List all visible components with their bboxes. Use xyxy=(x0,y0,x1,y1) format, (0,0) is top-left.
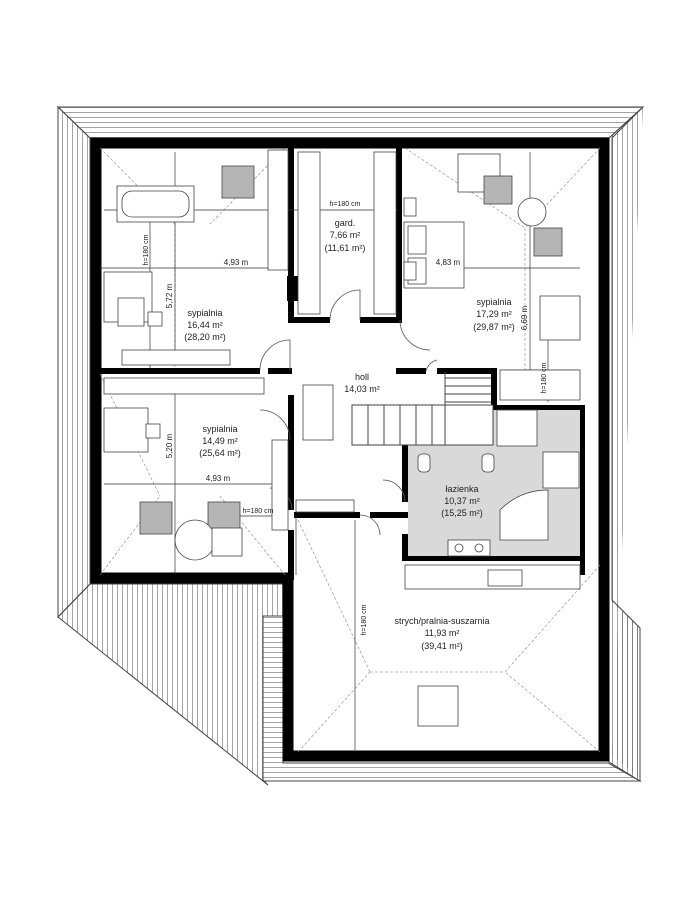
bedroom-1-width: 4,93 m xyxy=(224,258,249,267)
roof-right xyxy=(609,107,643,780)
bedroom-2-area2: (29,87 m²) xyxy=(473,322,515,332)
outer-walls xyxy=(90,137,610,762)
roof-left xyxy=(57,105,91,619)
bidet-icon xyxy=(481,453,495,473)
attic-area: 11,93 m² xyxy=(425,628,460,638)
bedroom-1-name: sypialnia xyxy=(187,308,222,318)
hall-name: holl xyxy=(355,372,369,382)
bedroom-3-name: sypialnia xyxy=(202,424,237,434)
bedroom-3-depth: 5,20 m xyxy=(165,433,174,458)
toilet-icon xyxy=(417,453,431,473)
height-line-labels: h=180 cm h=180 cm h=180 cm h=180 cm h=18… xyxy=(143,201,548,635)
round-table-icon xyxy=(174,519,216,561)
corner-bathtub-icon xyxy=(499,489,549,541)
attic-area2: (39,41 m²) xyxy=(421,641,463,651)
furniture xyxy=(103,149,581,727)
bedroom-1-depth: 5,72 m xyxy=(165,283,174,308)
armchair-icon xyxy=(533,227,563,257)
armchair-icon xyxy=(139,501,173,535)
doors xyxy=(259,289,438,536)
wardrobe-height-line: h=180 cm xyxy=(330,201,361,208)
attic-height-line: h=180 cm xyxy=(361,604,368,635)
bathroom-name: łazienka xyxy=(445,484,478,494)
roof xyxy=(56,105,645,786)
hall-area: 14,03 m² xyxy=(344,384,380,394)
bedroom-1-height-line: h=180 cm xyxy=(143,234,150,265)
bathroom-area: 10,37 m² xyxy=(444,496,480,506)
armchair-icon xyxy=(221,165,255,199)
armchair-icon xyxy=(483,175,513,205)
bedroom-3-width: 4,93 m xyxy=(206,474,231,483)
wardrobe-name: gard. xyxy=(335,218,356,228)
side-table-icon xyxy=(517,197,547,227)
bedroom-3-area: 14,49 m² xyxy=(202,436,238,446)
roof-bottom-left xyxy=(57,583,284,786)
roof-top xyxy=(56,106,645,139)
bedroom-3-desk xyxy=(103,407,149,453)
bedroom-3-height-line: h=180 cm xyxy=(243,508,274,515)
bedroom-2-width: 4,83 m xyxy=(436,258,461,267)
wardrobe-area: 7,66 m² xyxy=(330,230,361,240)
bedroom-2-depth: 6,69 m xyxy=(520,305,529,330)
double-sink-icon xyxy=(447,539,491,557)
bedroom-3-area2: (25,64 m²) xyxy=(199,448,241,458)
staircase xyxy=(351,372,494,446)
room-labels: sypialnia 16,44 m² (28,20 m²) gard. 7,66… xyxy=(184,218,515,651)
bedroom-1-area: 16,44 m² xyxy=(187,320,223,330)
shower-icon xyxy=(496,409,538,447)
attic-name: strych/pralnia-suszarnia xyxy=(394,616,489,626)
bedroom-2-name: sypialnia xyxy=(476,297,511,307)
bedroom-2-height-line: h=180 cm xyxy=(541,362,548,393)
bedroom-2-area: 17,29 m² xyxy=(476,309,512,319)
wardrobe-area2: (11,61 m²) xyxy=(325,243,366,253)
dimension-labels: 4,93 m 5,72 m 4,83 m 6,69 m 4,93 m 5,20 … xyxy=(165,258,529,483)
bedroom-1-area2: (28,20 m²) xyxy=(184,332,226,342)
bathroom-area2: (15,25 m²) xyxy=(441,508,483,518)
